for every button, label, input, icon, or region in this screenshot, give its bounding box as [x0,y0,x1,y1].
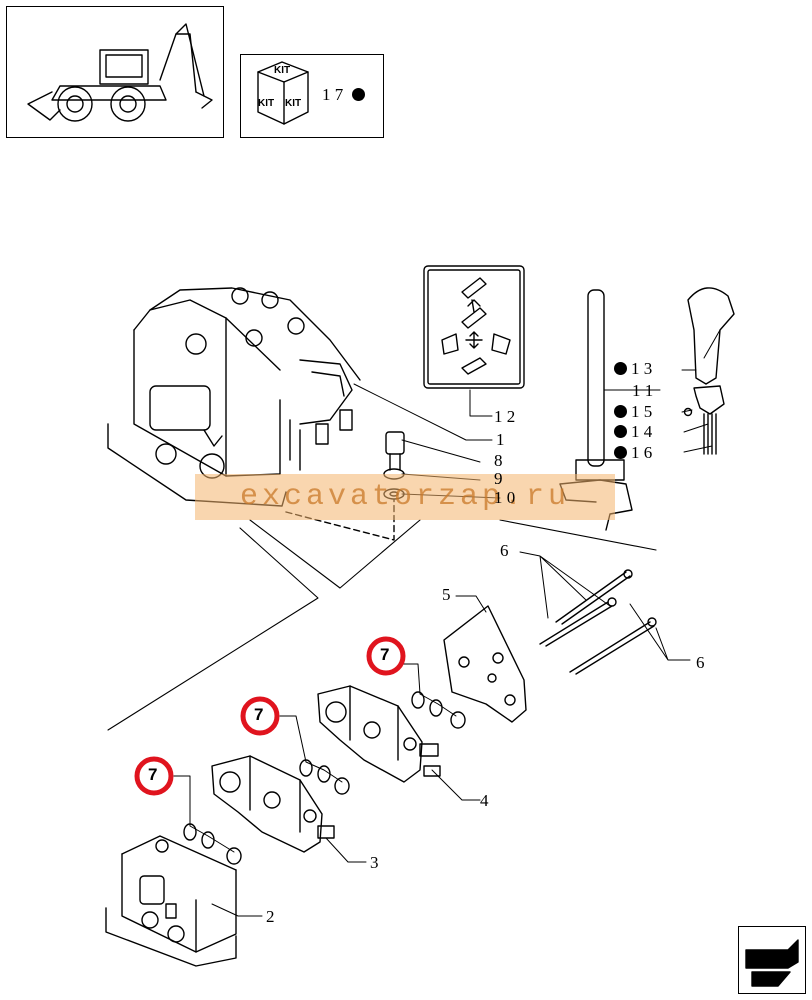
callout-15-label: 1 5 [631,402,653,421]
callout-7b: 7 [254,705,264,724]
tie-rods [539,569,657,675]
callout-4: 4 [480,791,489,810]
valve-section-2 [105,835,237,967]
kit-reference-number: 1 7 [322,85,344,104]
callout-15: 1 5 [614,403,652,420]
valve-section-4 [317,685,441,783]
callout-11: 1 1 [632,381,654,400]
callout-13: 1 3 [614,360,652,377]
callout-2: 2 [266,907,275,926]
watermark-band [195,474,615,520]
callout-16: 1 6 [614,444,652,461]
kit-bullet-icon [351,88,365,101]
bullet-icon [614,425,627,438]
highlight-7c [134,756,174,796]
control-decal [423,265,525,389]
kit-label-left: KIT [258,98,275,109]
kit-label-right: KIT [285,98,302,109]
callout-10: 1 0 [494,488,516,507]
kit-label-top: KIT [274,65,291,76]
callout-3: 3 [370,853,379,872]
callout-5: 5 [442,585,451,604]
callout-9: 9 [494,469,503,488]
callout-1: 1 [496,430,505,449]
next-page-arrow-icon [745,939,799,987]
callout-6a: 6 [500,541,509,560]
callout-8: 8 [494,451,503,470]
bullet-icon [614,405,627,418]
callout-6b: 6 [696,653,705,672]
callout-16-label: 1 6 [631,443,653,462]
callout-14: 1 4 [614,423,652,440]
end-plate [443,605,527,723]
kit-reference: 1 7 [322,86,369,103]
callout-7c: 7 [148,765,158,784]
callout-12: 1 2 [494,407,516,426]
valve-section-3 [211,755,335,853]
kit-cube-icon [257,61,309,125]
highlight-circles [134,636,406,796]
callout-7a: 7 [380,645,390,664]
bullet-icon [614,446,627,459]
callout-13-label: 1 3 [631,359,653,378]
bullet-icon [614,362,627,375]
highlight-7b [240,696,280,736]
lever-knob [687,287,735,455]
callout-14-label: 1 4 [631,422,653,441]
watermark-text: excavatorzap.ru [239,480,571,514]
highlight-7a [366,636,406,676]
backhoe-loader-icon [27,23,213,122]
